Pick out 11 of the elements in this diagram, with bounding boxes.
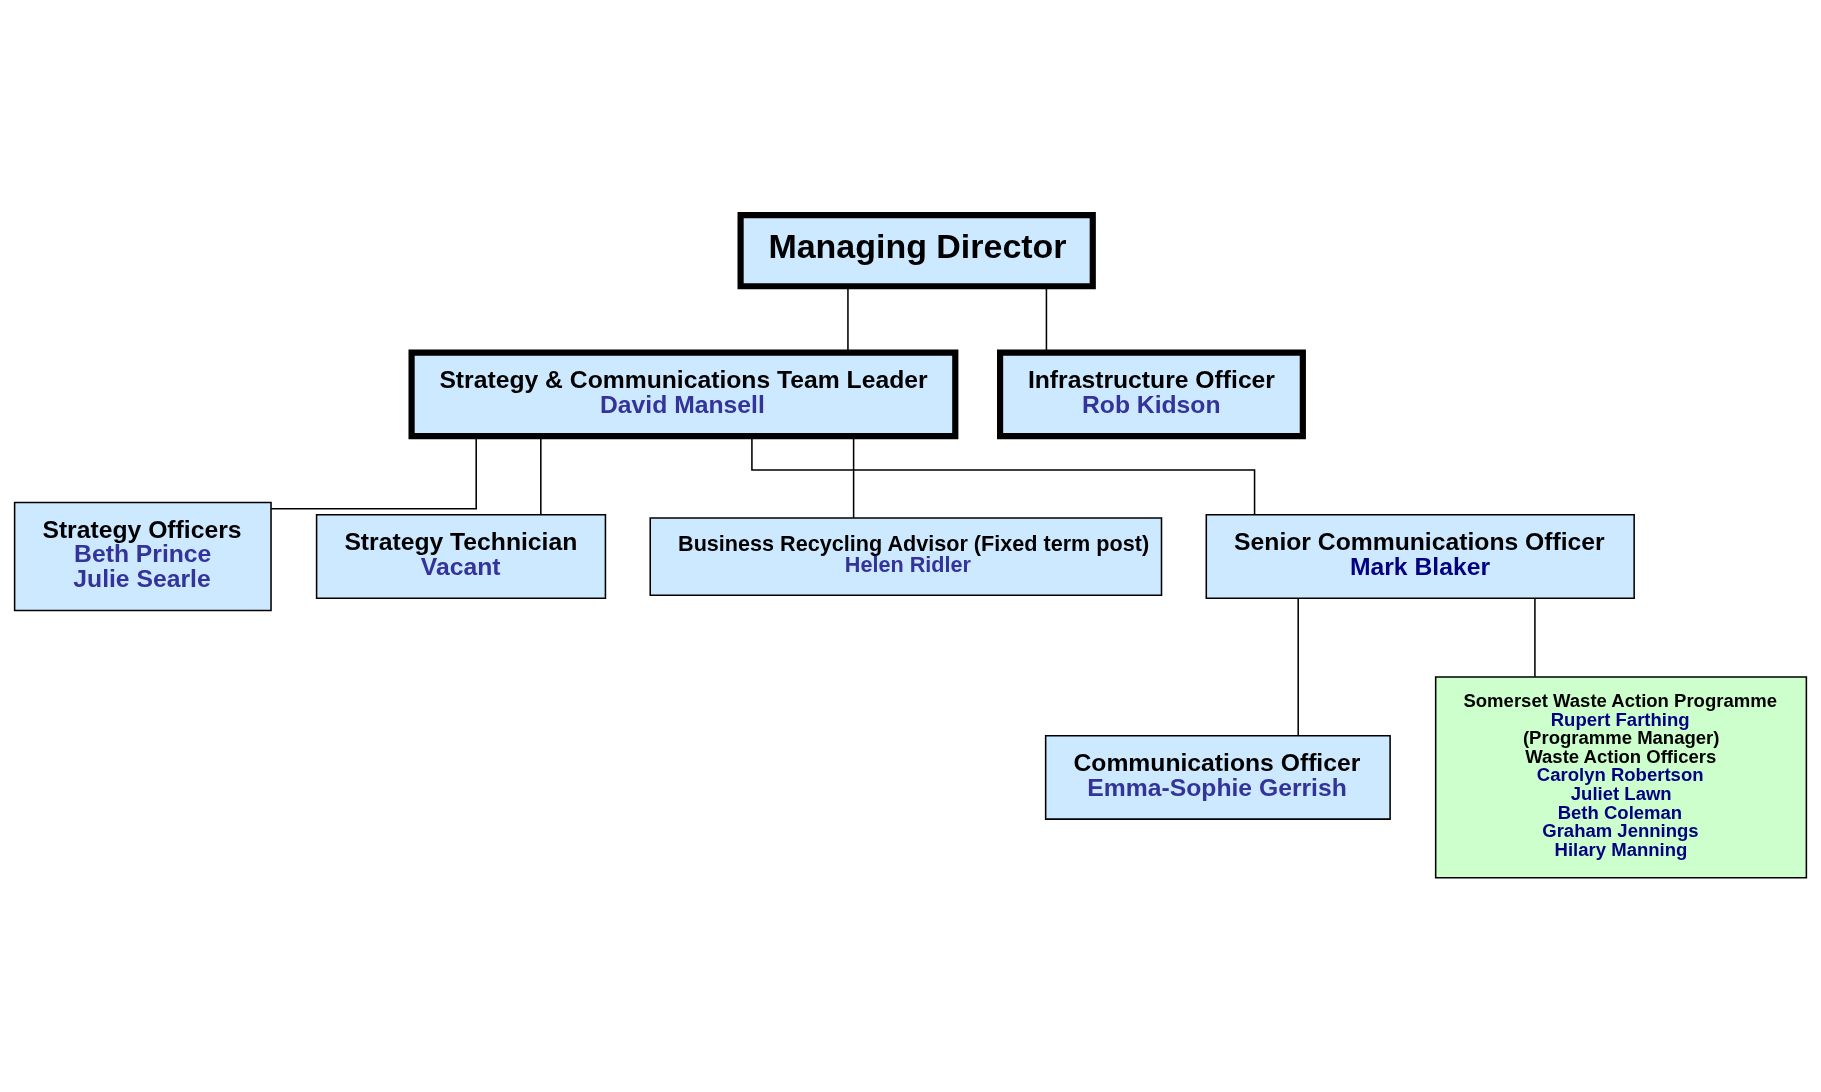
node-box: Infrastructure Officer Rob Kidson bbox=[997, 349, 1306, 439]
node-box: Senior Communications Officer Mark Blaker bbox=[1205, 513, 1635, 599]
node-box: Communications Officer Emma-Sophie Gerrish bbox=[1044, 734, 1391, 820]
node-box: Strategy & Communications Team Leader David Mansell bbox=[408, 349, 959, 439]
connector bbox=[1297, 597, 1299, 736]
node-box: Somerset Waste Action Programme Rupert Farthing (Programme Manager) Waste Action Officers Carolyn Robertson Juliet Lawn Beth Coleman Graham Jennings Hilary Manning bbox=[1434, 675, 1808, 879]
node-box: Strategy Officers Beth Prince Julie Searle bbox=[13, 501, 272, 611]
connector bbox=[1534, 597, 1536, 678]
node-box: Strategy Technician Vacant bbox=[315, 513, 607, 599]
node-box: Business Recycling Advisor (Fixed term post) Helen Ridler bbox=[649, 516, 1163, 596]
node-box: Managing Director bbox=[737, 211, 1096, 289]
